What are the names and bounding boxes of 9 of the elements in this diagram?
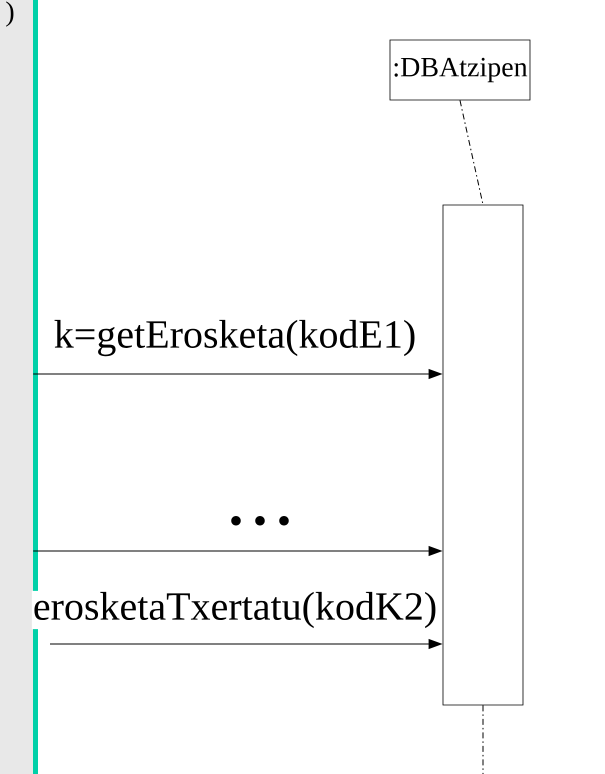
lifeline	[460, 100, 484, 206]
object-box: :DBAtzipen	[390, 40, 530, 100]
side-panel	[0, 0, 33, 774]
message-label: • • •	[228, 515, 292, 535]
message-label: erosketaTxertatu(kodK2)	[32, 590, 438, 630]
lifeline	[482, 704, 484, 774]
text-fragment: )	[6, 1, 14, 27]
message-label: k=getErosketa(kodE1)	[52, 318, 418, 358]
activation-bar	[442, 204, 524, 706]
